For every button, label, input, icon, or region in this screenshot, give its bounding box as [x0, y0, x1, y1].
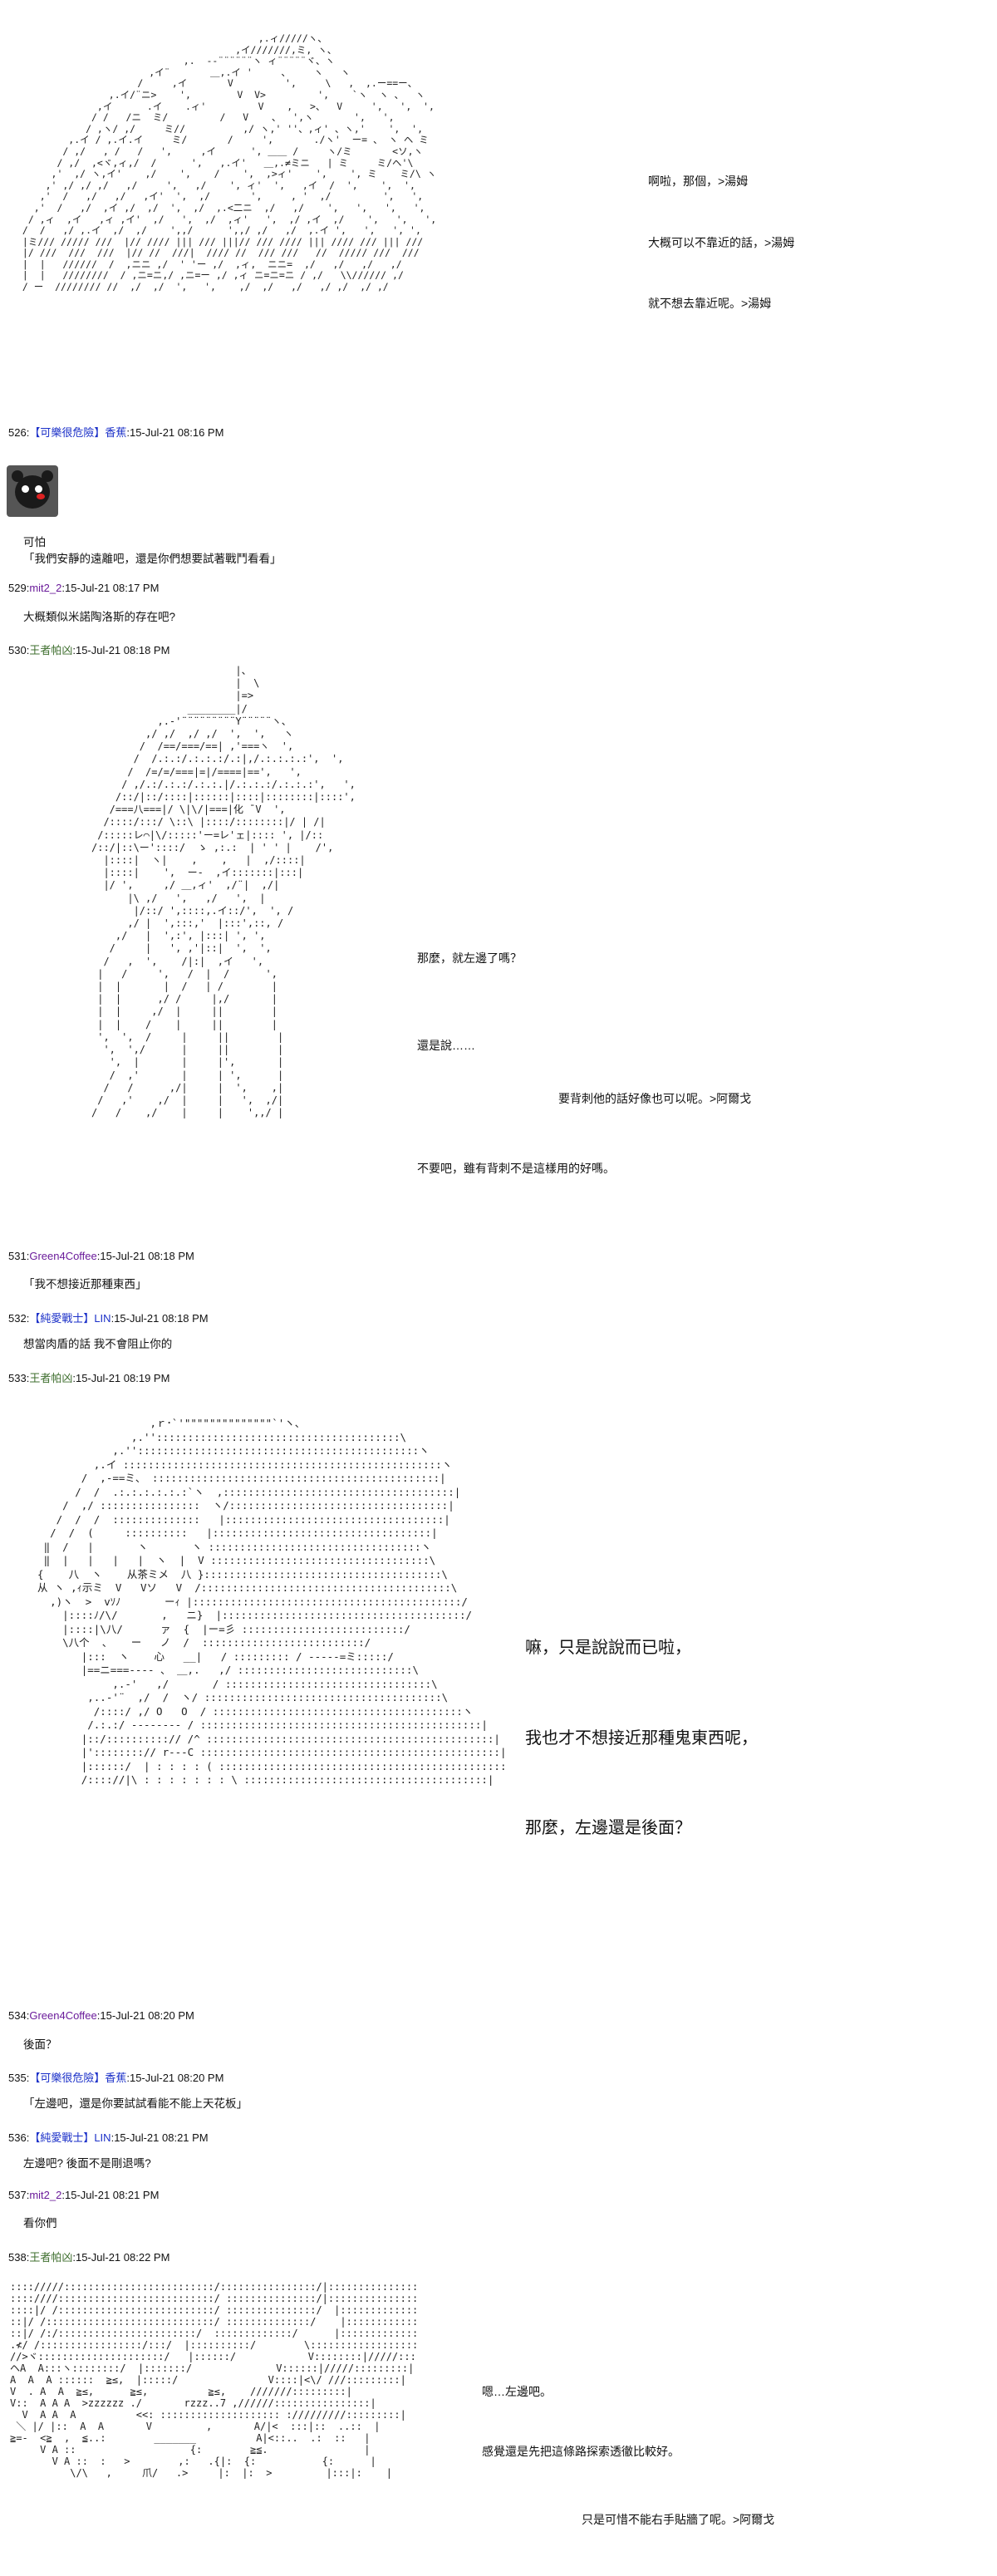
post-header: 529:mit2_2:15-Jul-21 08:17 PM	[8, 582, 160, 594]
dialogue-line: 嗯…左邊吧。	[482, 2385, 552, 2398]
post-number: 533	[8, 1372, 27, 1384]
post-header: 532:【純愛戰士】LIN:15-Jul-21 08:18 PM	[8, 1312, 209, 1325]
post-number: 531	[8, 1250, 27, 1262]
post-body: 「左邊吧，還是你要試試看能不能上天花板」	[23, 2097, 248, 2110]
post-header: 536:【純愛戰士】LIN:15-Jul-21 08:21 PM	[8, 2131, 209, 2144]
poster-name-link[interactable]: Green4Coffee	[29, 1250, 97, 1262]
dialogue-line: 只是可惜不能右手貼牆了呢。>阿爾戈	[582, 2513, 775, 2526]
post-date: 15-Jul-21 08:16 PM	[129, 426, 224, 439]
ascii-art-scene-4: :::://///:::::::::::::::::::::::::/:::::…	[10, 2281, 417, 2479]
post-body: 可怕 「我們安靜的遠離吧，還是你們想要試著戰鬥看看」	[23, 536, 282, 565]
post-date: 15-Jul-21 08:17 PM	[64, 582, 160, 594]
poster-name-link[interactable]: 【可樂很危險】香蕉	[29, 2072, 127, 2084]
poster-name: 王者帕凶	[29, 2251, 73, 2264]
post-header: 526:【可樂很危險】香蕉:15-Jul-21 08:16 PM	[8, 426, 224, 439]
poster-name-link[interactable]: 【純愛戰士】LIN	[29, 2131, 111, 2144]
dialogue-line: 要背刺他的話好像也可以呢。>阿爾戈	[558, 1092, 752, 1105]
post-number: 536	[8, 2131, 27, 2144]
poster-name-link[interactable]: 【純愛戰士】LIN	[29, 1312, 111, 1325]
avatar-face-icon	[15, 475, 50, 509]
post-date: 15-Jul-21 08:18 PM	[100, 1250, 194, 1262]
poster-name-link[interactable]: 【可樂很危險】香蕉	[29, 426, 127, 439]
post-number: 530	[8, 644, 27, 656]
dialogue-line: 還是說……	[417, 1039, 475, 1052]
post-body: 想當肉盾的話 我不會阻止你的	[23, 1338, 173, 1350]
post-date: 15-Jul-21 08:20 PM	[129, 2072, 224, 2084]
post-header: 533:王者帕凶:15-Jul-21 08:19 PM	[8, 1372, 170, 1384]
poster-avatar	[7, 465, 58, 517]
post-header: 538:王者帕凶:15-Jul-21 08:22 PM	[8, 2251, 170, 2264]
post-header: 531:Green4Coffee:15-Jul-21 08:18 PM	[8, 1250, 194, 1262]
ascii-art-scene-1: ,.ィ/////ヽ、 ,イ///////,ミ, ヽ、 ,. --¨¨¨¨¨¨ヽ …	[22, 33, 437, 293]
dialogue-line: 不要吧，雖有背刺不是這樣用的好嗎。	[417, 1162, 615, 1175]
post-header: 537:mit2_2:15-Jul-21 08:21 PM	[8, 2189, 160, 2201]
ascii-art-scene-2: |、 | \ |=> ________|/ ,.-'¨¨¨¨¨¨¨¨¨Y¨¨¨¨…	[91, 665, 356, 1119]
post-header: 534:Green4Coffee:15-Jul-21 08:20 PM	[8, 2009, 194, 2022]
dialogue-line: 嘛，只是說說而已啦，	[525, 1639, 691, 1657]
poster-name-link[interactable]: mit2_2	[29, 2189, 62, 2201]
post-body: 左邊吧? 後面不是剛退嗎?	[23, 2157, 151, 2170]
ascii-art-scene-3: ,ｒ･`'""""""""""""""`'ヽ、 ,.''::::::::::::…	[37, 1417, 507, 1786]
poster-name: 王者帕凶	[29, 644, 73, 656]
poster-name-link[interactable]: Green4Coffee	[29, 2009, 97, 2022]
dialogue-line: 就不想去靠近呢。>湯姆	[648, 297, 772, 310]
post-number: 538	[8, 2251, 27, 2264]
post-number: 534	[8, 2009, 27, 2022]
dialogue-line: 大概可以不靠近的話，>湯姆	[648, 236, 795, 249]
post-date: 15-Jul-21 08:21 PM	[114, 2131, 209, 2144]
post-body: 看你們	[23, 2217, 57, 2229]
post-header: 535:【可樂很危險】香蕉:15-Jul-21 08:20 PM	[8, 2072, 224, 2084]
post-number: 535	[8, 2072, 27, 2084]
post-date: 15-Jul-21 08:21 PM	[64, 2189, 160, 2201]
avatar-eye-icon	[22, 485, 29, 493]
post-body: 「我不想接近那種東西」	[23, 1278, 147, 1290]
post-date: 15-Jul-21 08:20 PM	[100, 2009, 194, 2022]
dialogue-line: 那麼，就左邊了嗎？	[417, 951, 522, 965]
post-body: 大概類似米諾陶洛斯的存在吧?	[23, 611, 176, 623]
post-header: 530:王者帕凶:15-Jul-21 08:18 PM	[8, 644, 170, 656]
dialogue-line: 感覺還是先把這條路探索透徹比較好。	[482, 2445, 680, 2458]
dialogue-line: 那麼，左邊還是後面？	[525, 1819, 691, 1837]
post-number: 532	[8, 1312, 27, 1325]
dialogue-line: 啊啦，那個，>湯姆	[648, 175, 749, 188]
avatar-eye-icon	[35, 485, 42, 493]
post-date: 15-Jul-21 08:19 PM	[75, 1372, 170, 1384]
post-date: 15-Jul-21 08:18 PM	[75, 644, 170, 656]
poster-name-link[interactable]: mit2_2	[29, 582, 62, 594]
avatar-ear-icon	[42, 470, 53, 482]
dialogue-line: 我也才不想接近那種鬼東西呢，	[525, 1729, 758, 1748]
avatar-cheek-icon	[37, 494, 45, 499]
poster-name: 王者帕凶	[29, 1372, 73, 1384]
post-date: 15-Jul-21 08:18 PM	[114, 1312, 209, 1325]
post-number: 537	[8, 2189, 27, 2201]
post-date: 15-Jul-21 08:22 PM	[75, 2251, 170, 2264]
post-body: 後面？	[23, 2038, 57, 2051]
post-number: 526	[8, 426, 27, 439]
post-number: 529	[8, 582, 27, 594]
